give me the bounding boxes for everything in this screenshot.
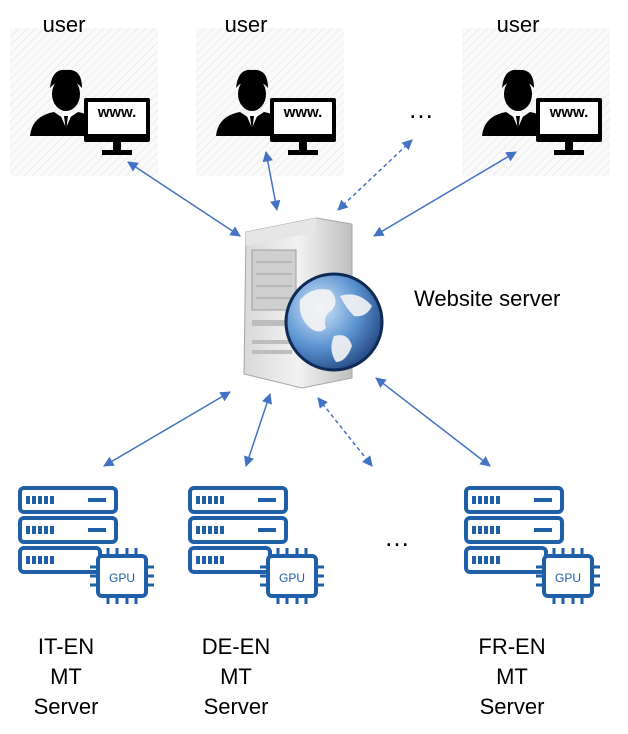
de-en-server-line2: MT [220,664,252,689]
it-en-server-line2: MT [50,664,82,689]
servers-ellipsis: … [384,522,412,552]
de-en-server-icon: GPU [188,486,326,606]
user-2-screen-text: www. [283,104,323,121]
fr-en-server-line3: Server [479,694,545,719]
arrow-user3-website [373,151,517,237]
it-en-server-label: IT-EN MT Server [6,632,126,722]
fr-en-server-icon: GPU [464,486,602,606]
user-3-screen-text: www. [549,104,589,121]
arrow-user2-website [262,150,281,212]
it-en-server-line3: Server [33,694,99,719]
it-en-gpu-label: GPU [109,571,135,585]
fr-en-server-line1: FR-EN [478,634,546,659]
arrow-website-itserver [103,391,231,467]
de-en-server-line3: Server [203,694,269,719]
user-1-label: user [42,12,86,37]
user-2-icon [196,28,344,176]
user-3-label: user [496,12,540,37]
arrow-ellipsis-website [337,139,413,211]
user-2-label: user [224,12,268,37]
de-en-server-line1: DE-EN [201,634,271,659]
user-1-screen-text: www. [97,104,137,121]
user-3-icon [462,28,610,176]
de-en-server-label: DE-EN MT Server [176,632,296,722]
users-ellipsis: … [408,94,436,124]
fr-en-gpu-label: GPU [555,571,581,585]
fr-en-server-label: FR-EN MT Server [452,632,572,722]
fr-en-server-line2: MT [496,664,528,689]
arrow-website-deserver [244,393,272,467]
user-1-icon [10,28,158,176]
it-en-server-icon: GPU [18,486,156,606]
globe-icon [284,272,384,372]
arrow-user1-website [127,161,241,237]
de-en-gpu-label: GPU [279,571,305,585]
arrow-website-ellipsis [317,397,373,467]
website-server-label: Website server [414,286,561,311]
arrow-website-frserver [375,377,491,467]
it-en-server-line1: IT-EN [37,634,95,659]
